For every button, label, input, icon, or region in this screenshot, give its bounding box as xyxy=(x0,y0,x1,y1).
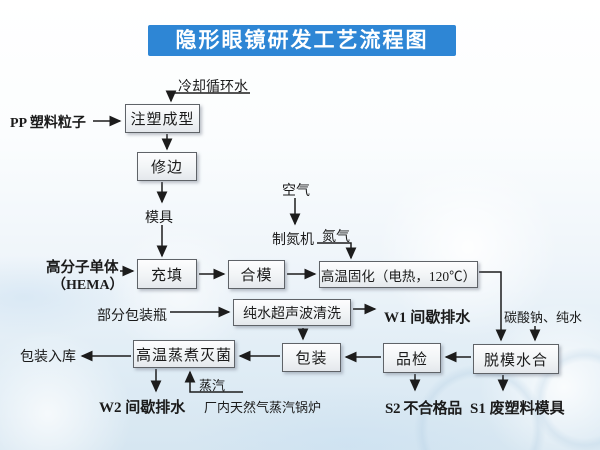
process-box-inspection: 品检 xyxy=(383,343,441,373)
flow-label-mold: 模具 xyxy=(145,211,173,226)
flow-label-w1: W1 间歇排水 xyxy=(384,310,471,326)
process-box-mold-closing: 合模 xyxy=(228,260,285,289)
flow-label-nitrogen-machine: 制氮机 xyxy=(272,233,314,248)
flow-label-hema: （HEMA） xyxy=(52,278,124,293)
arrow-nitrogen-to-curing xyxy=(317,242,357,260)
flow-label-s2: S2 不合格品 xyxy=(385,401,462,417)
flow-label-partial-bottles: 部分包装瓶 xyxy=(97,309,167,324)
arrow-cooling-to-injection xyxy=(165,90,250,103)
arrow-steam-to-sterilize xyxy=(184,370,243,393)
page-title: 隐形眼镜研发工艺流程图 xyxy=(148,25,456,56)
process-box-injection-molding: 注塑成型 xyxy=(125,104,200,133)
flow-label-monomer: 高分子单体 xyxy=(46,260,119,276)
flow-label-steam: 蒸汽 xyxy=(199,378,226,393)
process-box-ultrasonic: 纯水超声波清洗 xyxy=(233,299,351,326)
flow-label-s1: S1 废塑料模具 xyxy=(470,401,565,417)
flow-label-soda-water: 碳酸钠、纯水 xyxy=(504,310,583,325)
process-box-trimming: 修边 xyxy=(137,152,197,181)
flow-label-pp-particles: PP 塑料粒子 xyxy=(10,116,86,131)
flow-label-pack-store: 包装入库 xyxy=(20,350,76,365)
flow-label-w2: W2 间歇排水 xyxy=(99,400,186,416)
flow-label-nitrogen-gas: 氮气 xyxy=(322,230,350,245)
flow-label-boiler: 厂内天然气蒸汽锅炉 xyxy=(204,400,322,415)
process-box-packaging: 包装 xyxy=(282,343,341,372)
arrow-curing-to-demolding xyxy=(479,271,507,342)
process-box-demolding: 脱模水合 xyxy=(473,344,559,374)
process-box-filling: 充填 xyxy=(137,259,197,289)
process-box-sterilizing: 高温蒸煮灭菌 xyxy=(133,340,235,368)
process-box-curing: 高温固化（电热，120℃） xyxy=(319,261,478,288)
flow-label-cooling-water: 冷却循环水 xyxy=(178,80,248,95)
flow-label-air: 空气 xyxy=(282,184,310,199)
